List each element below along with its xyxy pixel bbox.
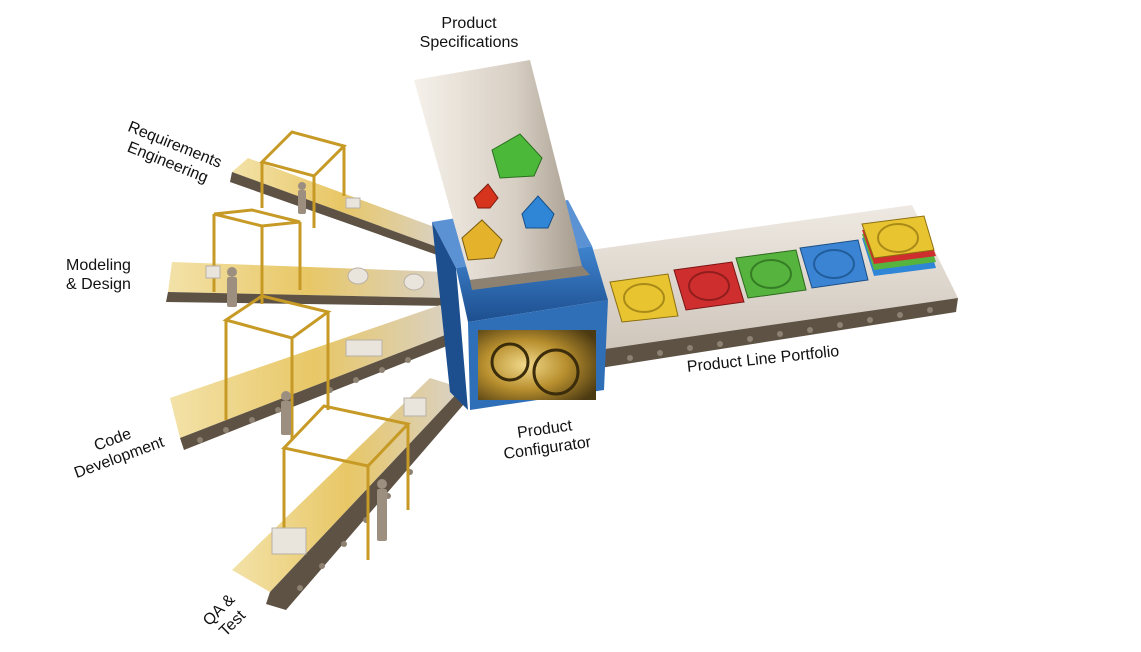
cd-tile-green xyxy=(735,249,807,299)
gear-icon xyxy=(490,342,580,396)
gem-gold-icon xyxy=(461,219,503,261)
worker-icon xyxy=(227,182,387,541)
gem-blue-icon xyxy=(521,195,555,229)
label-product-specifications: Product Specifications xyxy=(419,15,519,51)
gem-red-icon xyxy=(473,183,499,209)
frame-icon xyxy=(212,130,411,560)
belt-gears xyxy=(197,357,413,591)
work-items xyxy=(205,197,427,555)
gem-green-icon xyxy=(491,133,543,179)
specifications-chute xyxy=(414,60,590,290)
cd-tile-red xyxy=(673,261,745,311)
label-modeling-design: Modeling & Design xyxy=(66,257,131,293)
cd-tile-blue xyxy=(799,239,869,289)
belt-requirements xyxy=(230,158,448,256)
cd-tile-stack xyxy=(861,215,936,276)
cd-tile-yellow xyxy=(609,273,679,323)
portfolio-tiles xyxy=(609,215,936,323)
